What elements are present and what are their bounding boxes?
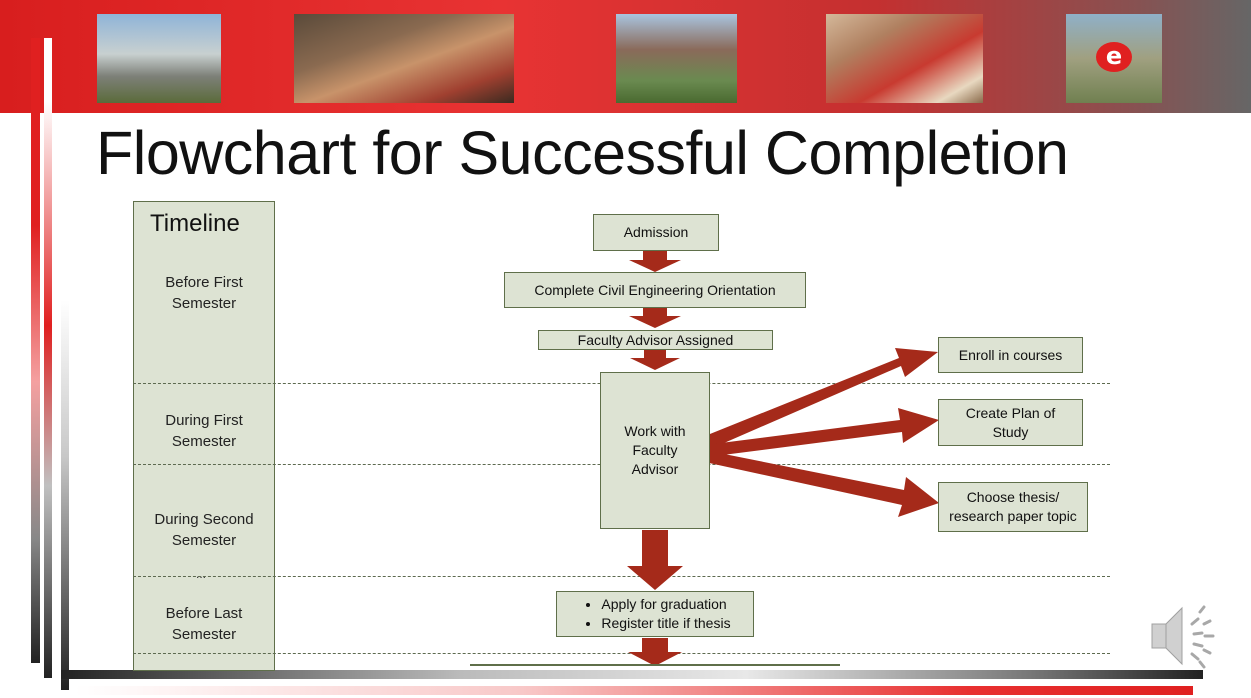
down-arrow [630, 350, 680, 370]
decorative-vertical-bar [31, 38, 40, 663]
timeline-divider [133, 653, 1110, 654]
timeline-ellipsis: ... [196, 567, 207, 581]
down-arrow [628, 638, 682, 666]
student-lab-photo [826, 14, 983, 103]
timeline-stage: During Second Semester [154, 511, 254, 549]
e-logo: e [1096, 42, 1132, 72]
graduation-item: Register title if thesis [601, 614, 730, 633]
timeline-heading: Timeline [150, 210, 240, 237]
decorative-horizontal-bar [75, 686, 1193, 695]
work-with-advisor-box: Work with Faculty Advisor [600, 372, 710, 529]
down-arrow [629, 308, 681, 328]
timeline-stage: Before Last Semester [165, 605, 243, 643]
speaker-icon[interactable] [1148, 600, 1218, 672]
graduation-list: Apply for graduation Register title if t… [579, 595, 730, 633]
down-arrow [627, 530, 683, 590]
orientation-box: Complete Civil Engineering Orientation [504, 272, 806, 308]
plan-of-study-label: Create Plan of Study [965, 404, 1056, 440]
header-banner: e [0, 0, 1251, 113]
timeline-divider [133, 576, 1110, 577]
partial-box-edge [470, 664, 840, 666]
admission-box: Admission [593, 214, 719, 251]
timeline-stage: During First Semester [165, 412, 243, 450]
timeline-column [133, 201, 275, 671]
advisor-assigned-box: Faculty Advisor Assigned [538, 330, 773, 350]
timeline-stage: Before First Semester [165, 274, 243, 312]
diagonal-arrow [700, 450, 939, 517]
campus-building-photo [97, 14, 221, 103]
decorative-horizontal-bar [61, 670, 1203, 679]
slide-title: Flowchart for Successful Completion [96, 119, 1069, 187]
graduation-item: Apply for graduation [601, 595, 730, 614]
diagonal-arrow [705, 408, 939, 457]
thesis-topic-label: Choose thesis/ research paper topic [949, 489, 1077, 524]
aerial-campus-e-photo: e [1066, 14, 1162, 103]
students-group-photo [294, 14, 514, 103]
plan-of-study-box: Create Plan of Study [938, 399, 1083, 446]
campus-dorms-photo [616, 14, 737, 103]
enroll-box: Enroll in courses [938, 337, 1083, 373]
graduation-box: Apply for graduation Register title if t… [556, 591, 754, 637]
work-with-advisor-label: Work with Faculty Advisor [624, 423, 686, 477]
thesis-topic-box: Choose thesis/ research paper topic [938, 482, 1088, 532]
down-arrow [629, 251, 681, 272]
diagonal-arrow [700, 348, 938, 450]
decorative-vertical-bar [61, 300, 69, 690]
decorative-vertical-bar [44, 38, 52, 678]
